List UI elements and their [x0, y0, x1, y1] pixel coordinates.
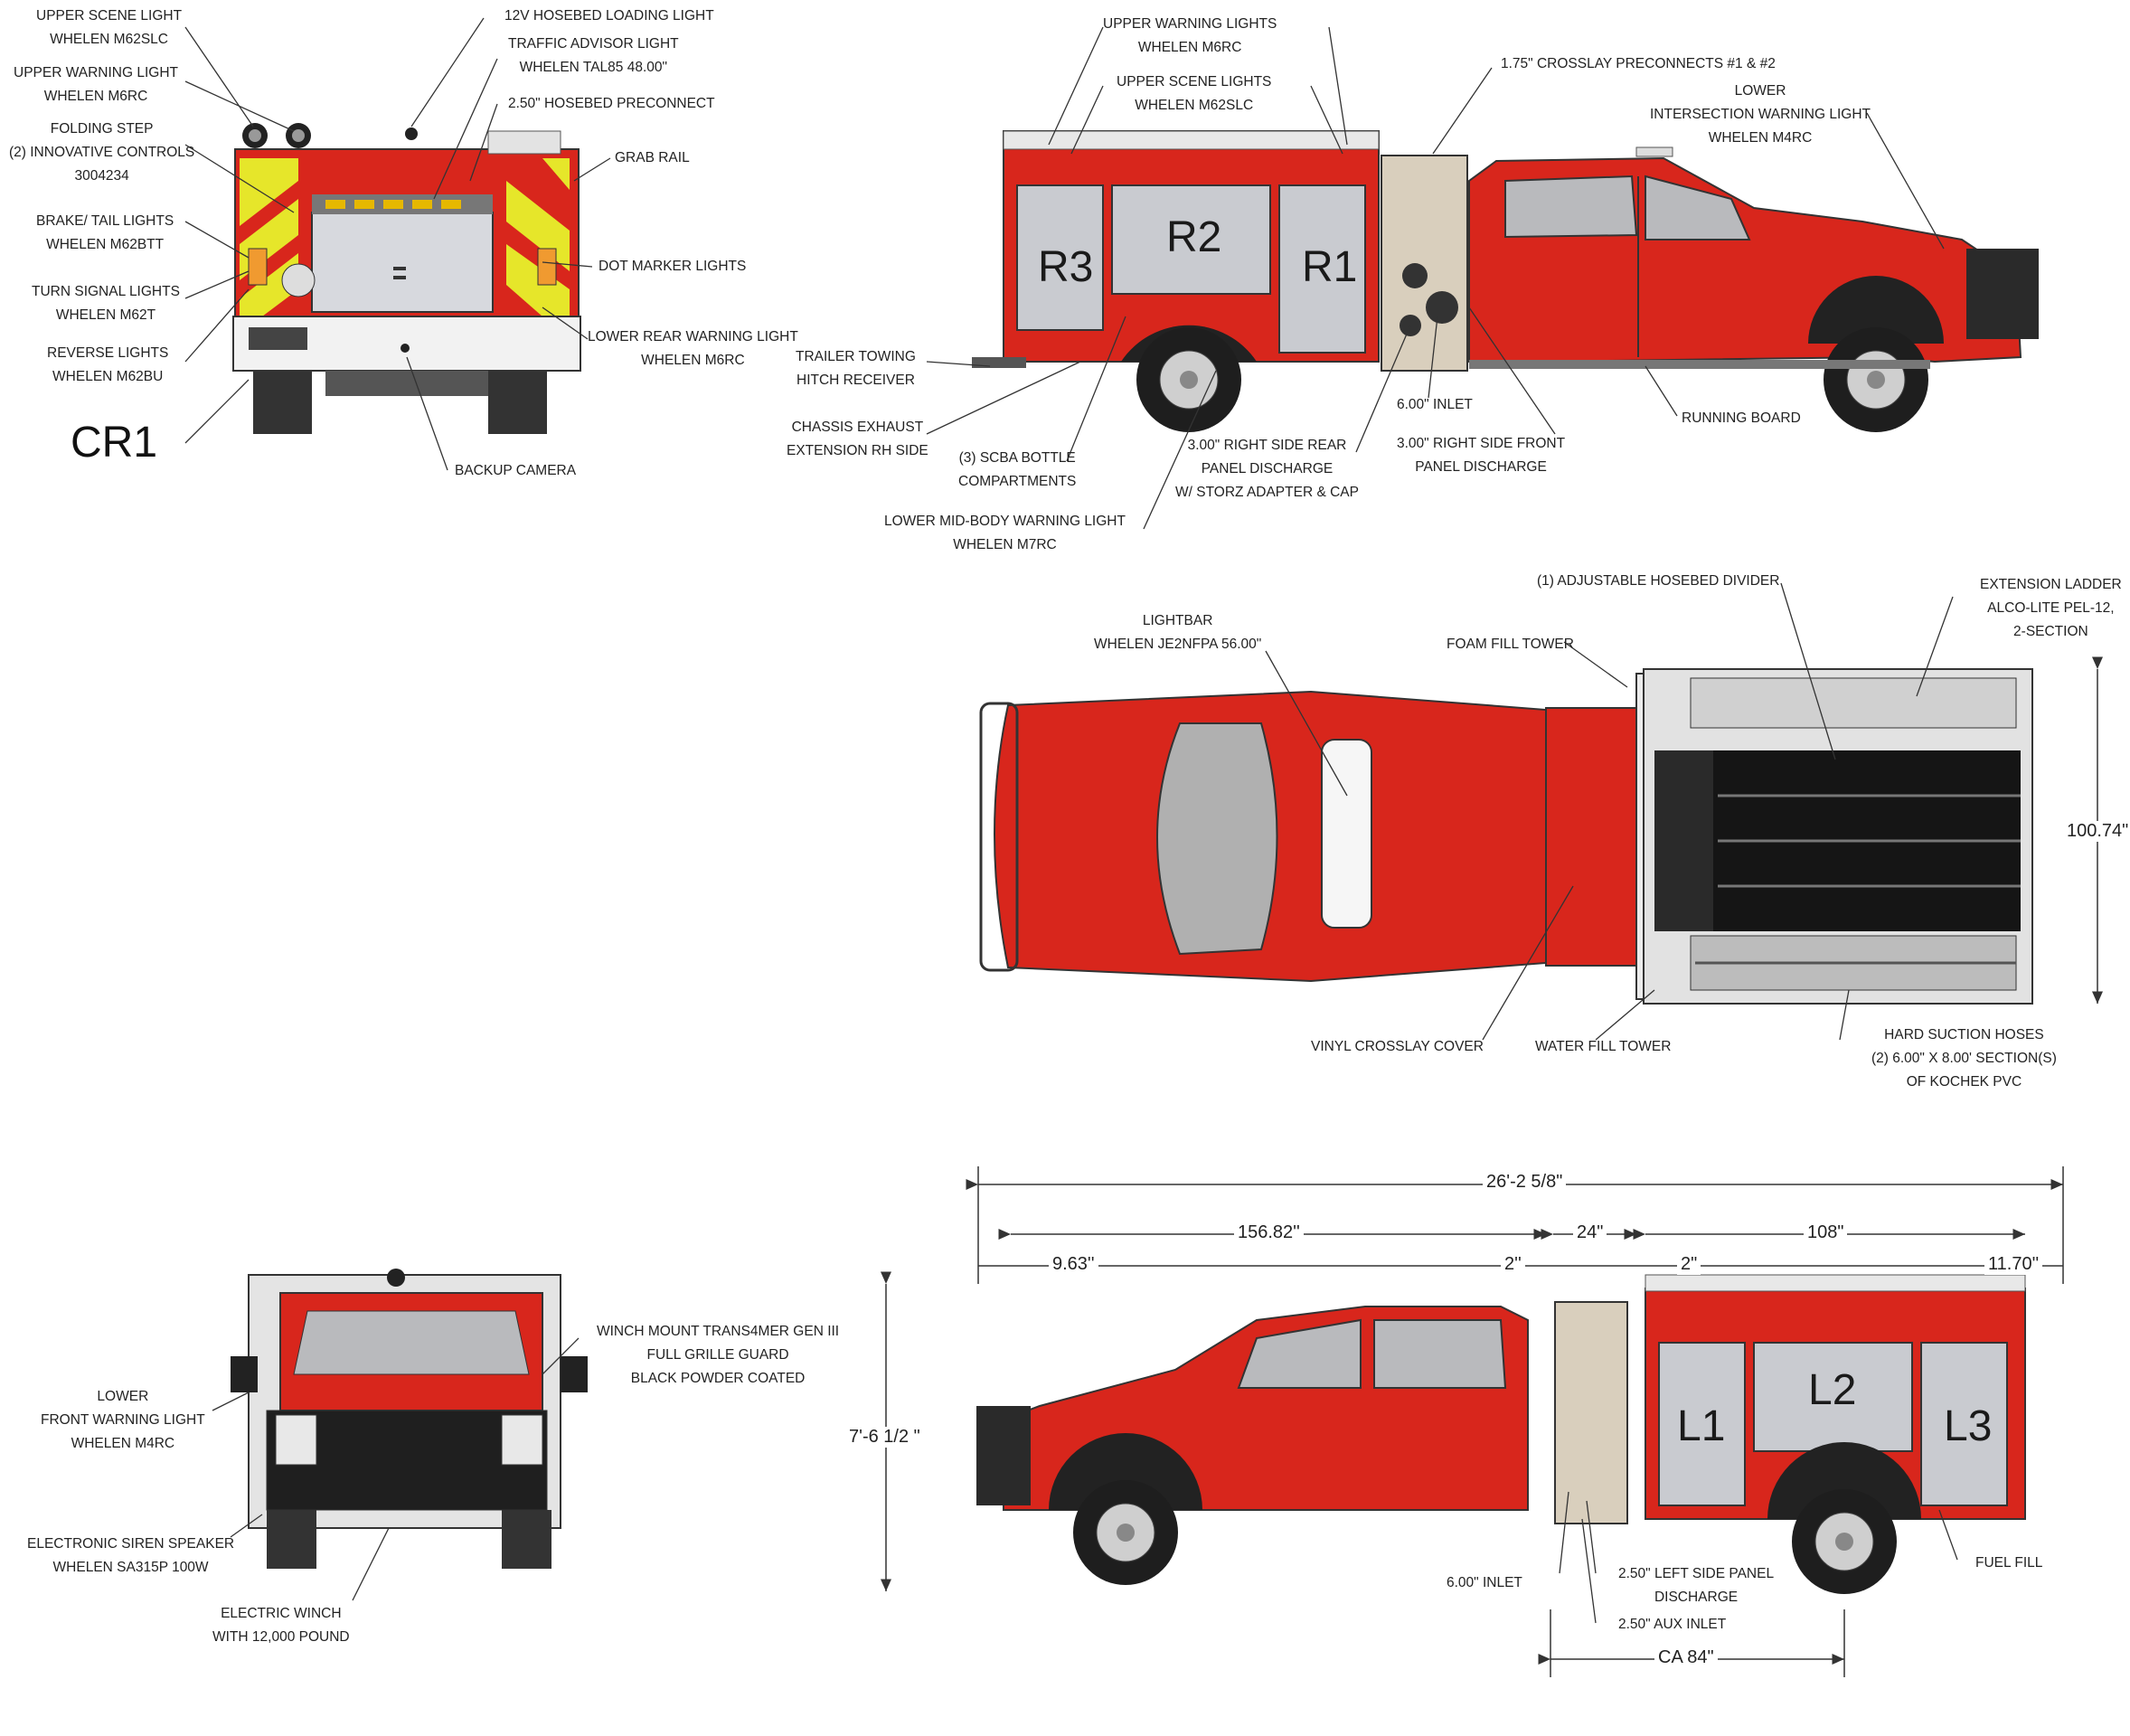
crosslay-label: 1.75" CROSSLAY PRECONNECTS #1 & #2 [1501, 56, 1776, 71]
suction-hoses-label: HARD SUCTION HOSES (2) 6.00" X 8.00' SEC… [1871, 1027, 2057, 1090]
overall-length-dimension: 26'-2 5/8" [1483, 1172, 1567, 1193]
turn-signal-label: TURN SIGNAL LIGHTS WHELEN M62T [32, 284, 180, 323]
hosebed-divider-label: (1) ADJUSTABLE HOSEBED DIVIDER [1537, 573, 1780, 589]
ca-dimension: CA 84" [1654, 1647, 1718, 1668]
reverse-label: REVERSE LIGHTS WHELEN M62BU [47, 345, 169, 384]
left-side-view [976, 1274, 2026, 1594]
backup-camera-label: BACKUP CAMERA [455, 463, 577, 478]
rear-view [232, 123, 581, 434]
midbody-warning-label: LOWER MID-BODY WARNING LIGHT WHELEN M7RC [884, 514, 1126, 552]
brake-tail-label: BRAKE/ TAIL LIGHTS WHELEN M62BTT [36, 213, 174, 252]
grab-rail-label: GRAB RAIL [615, 150, 690, 165]
leader-lines [184, 17, 1958, 1624]
compartment-r1: R1 [1302, 243, 1358, 291]
winch-label: ELECTRIC WINCH WITH 12,000 POUND [212, 1606, 350, 1645]
body-dimension: 108" [1804, 1222, 1848, 1243]
running-board-label: RUNNING BOARD [1682, 410, 1801, 426]
rear-overhang-dimension: 11.70'' [1984, 1254, 2043, 1275]
winch-mount-label: WINCH MOUNT TRANS4MER GEN III FULL GRILL… [597, 1324, 840, 1386]
compartment-l1: L1 [1677, 1402, 1726, 1450]
front-discharge-label: 3.00" RIGHT SIDE FRONT PANEL DISCHARGE [1397, 436, 1566, 475]
siren-label: ELECTRONIC SIREN SPEAKER WHELEN SA315P 1… [27, 1536, 235, 1575]
lightbar-label: LIGHTBAR WHELEN JE2NFPA 56.00" [1094, 613, 1262, 652]
width-dimension: 100.74" [2063, 821, 2130, 842]
exhaust-label: CHASSIS EXHAUST EXTENSION RH SIDE [787, 420, 928, 458]
rear-upper-warning-label: UPPER WARNING LIGHT WHELEN M6RC [14, 65, 178, 104]
gap1-dimension: 2'' [1501, 1254, 1525, 1275]
wheelbase-dimension: 156.82'' [1234, 1222, 1304, 1243]
traffic-advisor-label: TRAFFIC ADVISOR LIGHT WHELEN TAL85 48.00… [508, 36, 679, 75]
hosebed-loading-label: 12V HOSEBED LOADING LIGHT [504, 8, 714, 24]
front-warning-label: LOWER FRONT WARNING LIGHT WHELEN M4RC [41, 1389, 205, 1451]
compartment-l2: L2 [1808, 1366, 1857, 1414]
compartment-r2: R2 [1166, 213, 1222, 261]
compartment-l3: L3 [1944, 1402, 1993, 1450]
lower-rear-warning-label: LOWER REAR WARNING LIGHT WHELEN M6RC [588, 329, 798, 368]
aux-inlet-label: 2.50" AUX INLET [1618, 1617, 1727, 1632]
hosebed-preconnect-label: 2.50" HOSEBED PRECONNECT [508, 96, 715, 111]
rear-upper-scene-label: UPPER SCENE LIGHT WHELEN M62SLC [36, 8, 183, 47]
pump-dimension: 24" [1573, 1222, 1607, 1243]
dot-marker-label: DOT MARKER LIGHTS [598, 259, 747, 274]
gap2-dimension: 2" [1677, 1254, 1701, 1275]
top-view [979, 668, 2033, 1005]
vinyl-crosslay-label: VINYL CROSSLAY COVER [1311, 1039, 1484, 1054]
compartment-r3: R3 [1038, 243, 1094, 291]
side-upper-scene-label: UPPER SCENE LIGHTS WHELEN M62SLC [1117, 74, 1272, 113]
dimension-lines [881, 656, 2103, 1677]
intersection-warning-label: LOWER INTERSECTION WARNING LIGHT WHELEN … [1650, 83, 1871, 146]
front-overhang-dimension: 9.63'' [1049, 1254, 1098, 1275]
fuel-fill-label: FUEL FILL [1975, 1555, 2043, 1571]
view-title-cr1: CR1 [71, 419, 158, 467]
height-dimension: 7'-6 1/2 " [845, 1427, 924, 1448]
folding-step-label: FOLDING STEP (2) INNOVATIVE CONTROLS 300… [9, 121, 195, 184]
left-discharge-label: 2.50" LEFT SIDE PANEL DISCHARGE [1618, 1566, 1775, 1605]
front-view [231, 1269, 588, 1569]
rear-discharge-label: 3.00" RIGHT SIDE REAR PANEL DISCHARGE W/… [1175, 438, 1359, 500]
water-fill-label: WATER FILL TOWER [1535, 1039, 1672, 1054]
side-inlet-label: 6.00" INLET [1397, 397, 1473, 412]
scba-label: (3) SCBA BOTTLE COMPARTMENTS [958, 450, 1077, 489]
extension-ladder-label: EXTENSION LADDER ALCO-LITE PEL-12, 2-SEC… [1980, 577, 2122, 639]
side-upper-warning-label: UPPER WARNING LIGHTS WHELEN M6RC [1103, 16, 1277, 55]
right-side-view [972, 130, 2039, 432]
foam-fill-label: FOAM FILL TOWER [1447, 637, 1574, 652]
left-inlet-label: 6.00" INLET [1447, 1575, 1522, 1590]
trailer-hitch-label: TRAILER TOWING HITCH RECEIVER [796, 349, 916, 388]
